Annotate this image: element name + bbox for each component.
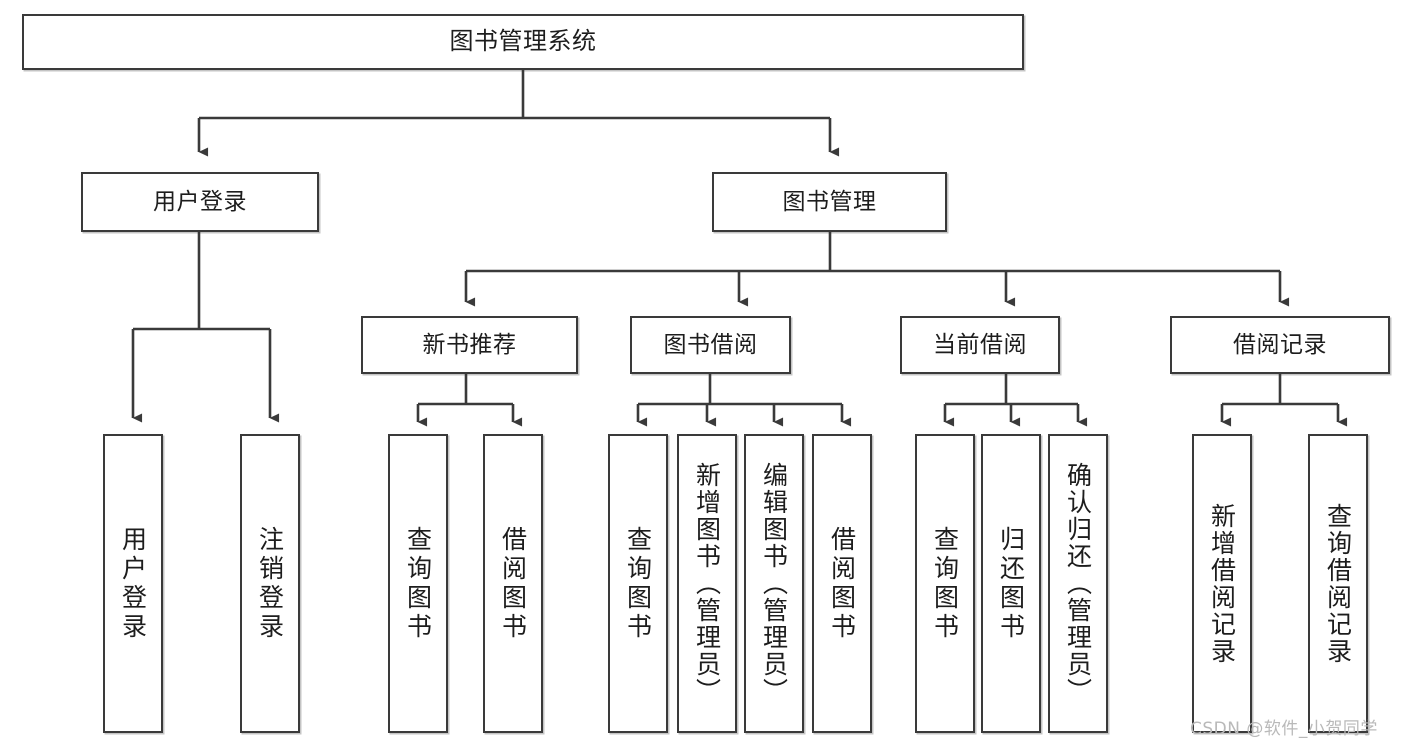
- csdn-watermark: CSDN @软件_小贺同学: [1190, 719, 1378, 739]
- leaf-current-borrow-return[interactable]: 归还图书: [981, 434, 1041, 733]
- node-label: 注销登录: [255, 525, 285, 642]
- node-label: 图书管理系统: [449, 27, 597, 56]
- node-label: 查询图书: [623, 525, 653, 642]
- leaf-current-borrow-confirm-return[interactable]: 确认归还（管理员）: [1048, 434, 1108, 733]
- node-user-login[interactable]: 用户登录: [81, 172, 319, 232]
- leaf-new-book-query[interactable]: 查询图书: [388, 434, 448, 733]
- leaf-user-login-login[interactable]: 用户登录: [103, 434, 163, 733]
- leaf-book-borrow-add[interactable]: 新增图书（管理员）: [677, 434, 737, 733]
- leaf-book-borrow-edit[interactable]: 编辑图书（管理员）: [744, 434, 804, 733]
- node-book-management[interactable]: 图书管理: [712, 172, 947, 232]
- node-label: 用户登录: [153, 188, 247, 215]
- node-new-book-recommend[interactable]: 新书推荐: [361, 316, 578, 374]
- leaf-user-login-logout[interactable]: 注销登录: [240, 434, 300, 733]
- leaf-new-book-borrow[interactable]: 借阅图书: [483, 434, 543, 733]
- node-label: 归还图书: [996, 525, 1026, 642]
- node-label: 编辑图书（管理员）: [759, 462, 789, 705]
- node-label: 图书借阅: [663, 331, 758, 358]
- node-label: 借阅图书: [498, 525, 528, 642]
- node-label: 确认归还（管理员）: [1063, 462, 1093, 705]
- node-borrow-record[interactable]: 借阅记录: [1170, 316, 1390, 374]
- node-label: 当前借阅: [933, 331, 1027, 358]
- node-book-borrow[interactable]: 图书借阅: [630, 316, 791, 374]
- node-label: 借阅图书: [827, 525, 857, 642]
- node-label: 借阅记录: [1233, 331, 1327, 358]
- node-label: 查询借阅记录: [1323, 502, 1353, 665]
- node-label: 新书推荐: [422, 331, 517, 358]
- leaf-book-borrow-query[interactable]: 查询图书: [608, 434, 668, 733]
- leaf-current-borrow-query[interactable]: 查询图书: [915, 434, 975, 733]
- node-root-system[interactable]: 图书管理系统: [22, 14, 1024, 70]
- leaf-borrow-record-add[interactable]: 新增借阅记录: [1192, 434, 1252, 733]
- node-label: 查询图书: [930, 525, 960, 642]
- node-label: 图书管理: [782, 188, 877, 215]
- node-label: 用户登录: [118, 525, 148, 642]
- leaf-borrow-record-query[interactable]: 查询借阅记录: [1308, 434, 1368, 733]
- leaf-book-borrow-borrow[interactable]: 借阅图书: [812, 434, 872, 733]
- node-label: 查询图书: [403, 525, 433, 642]
- node-label: 新增图书（管理员）: [692, 462, 722, 705]
- node-label: 新增借阅记录: [1207, 502, 1237, 665]
- node-current-borrow[interactable]: 当前借阅: [900, 316, 1060, 374]
